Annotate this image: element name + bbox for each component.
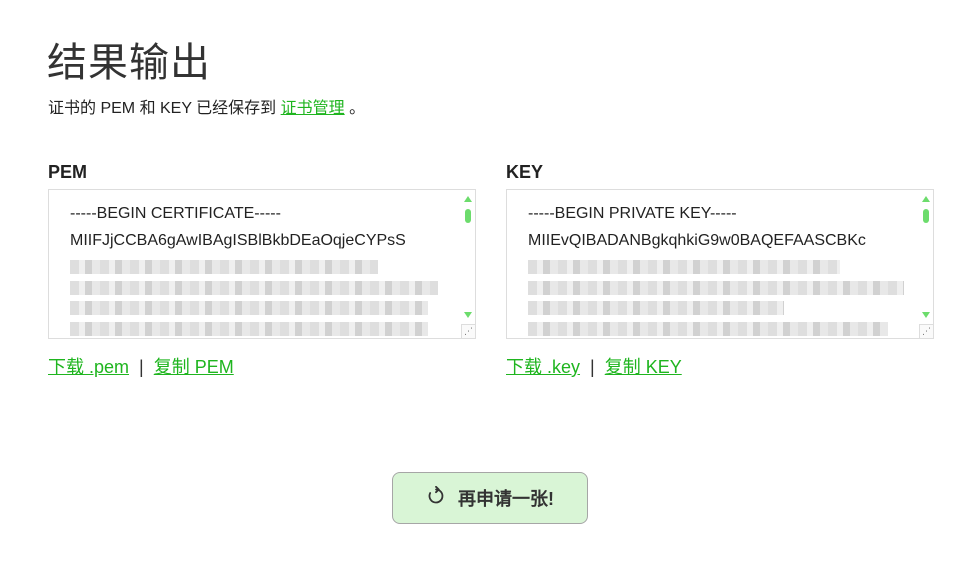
key-line: -----BEGIN PRIVATE KEY----- [528,205,737,222]
save-notice-text: 证书的 PEM 和 KEY 已经保存到 [48,100,281,117]
pem-line: -----BEGIN CERTIFICATE----- [70,205,281,222]
key-textarea[interactable]: -----BEGIN PRIVATE KEY----- MIIEvQIBADAN… [506,189,934,339]
pem-textarea[interactable]: -----BEGIN CERTIFICATE----- MIIFJjCCBA6g… [48,189,476,339]
apply-again-button[interactable]: 再申请一张! [392,472,588,524]
download-pem-link[interactable]: 下载 .pem [48,357,130,377]
key-panel: KEY -----BEGIN PRIVATE KEY----- MIIEvQIB… [506,162,934,379]
key-line: MIIEvQIBADANBgkqhkiG9w0BAQEFAASCBKc [528,231,866,249]
save-notice-suffix: 。 [344,100,366,117]
key-blurred-line [528,321,888,336]
key-label: KEY [506,162,544,182]
page-title: 结果输出 [47,41,211,85]
pem-blurred-line [70,321,428,336]
pem-blurred-line [70,301,428,315]
pem-blurred-line [70,280,438,295]
download-key-link[interactable]: 下载 .key [506,357,581,377]
pem-line: MIIFJjCCBA6gAwIBAgISBlBkbDEaOqjeCYPsS [70,231,406,249]
scroll-down-icon[interactable] [464,312,472,318]
refresh-icon [426,485,446,511]
copy-key-link[interactable]: 复制 KEY [604,357,682,377]
link-separator: | [590,357,595,377]
key-blurred-line [528,260,840,274]
key-blurred-line [528,301,784,315]
pem-scrollbar[interactable] [461,190,475,338]
copy-pem-link[interactable]: 复制 PEM [153,357,234,377]
pem-label: PEM [48,162,88,182]
scroll-thumb[interactable] [465,209,471,223]
scroll-up-icon[interactable] [464,196,472,202]
pem-panel: PEM -----BEGIN CERTIFICATE----- MIIFJjCC… [48,162,476,379]
scroll-thumb[interactable] [923,209,929,223]
save-notice: 证书的 PEM 和 KEY 已经保存到 证书管理 。 [48,94,365,118]
key-scrollbar[interactable] [919,190,933,338]
scroll-up-icon[interactable] [922,196,930,202]
scroll-down-icon[interactable] [922,312,930,318]
cert-management-link[interactable]: 证书管理 [280,100,345,117]
apply-again-label: 再申请一张! [458,489,554,509]
key-blurred-line [528,280,904,295]
pem-blurred-line [70,260,378,274]
link-separator: | [139,357,144,377]
resize-grip-icon[interactable]: ⋰ [919,324,933,338]
resize-grip-icon[interactable]: ⋰ [461,324,475,338]
